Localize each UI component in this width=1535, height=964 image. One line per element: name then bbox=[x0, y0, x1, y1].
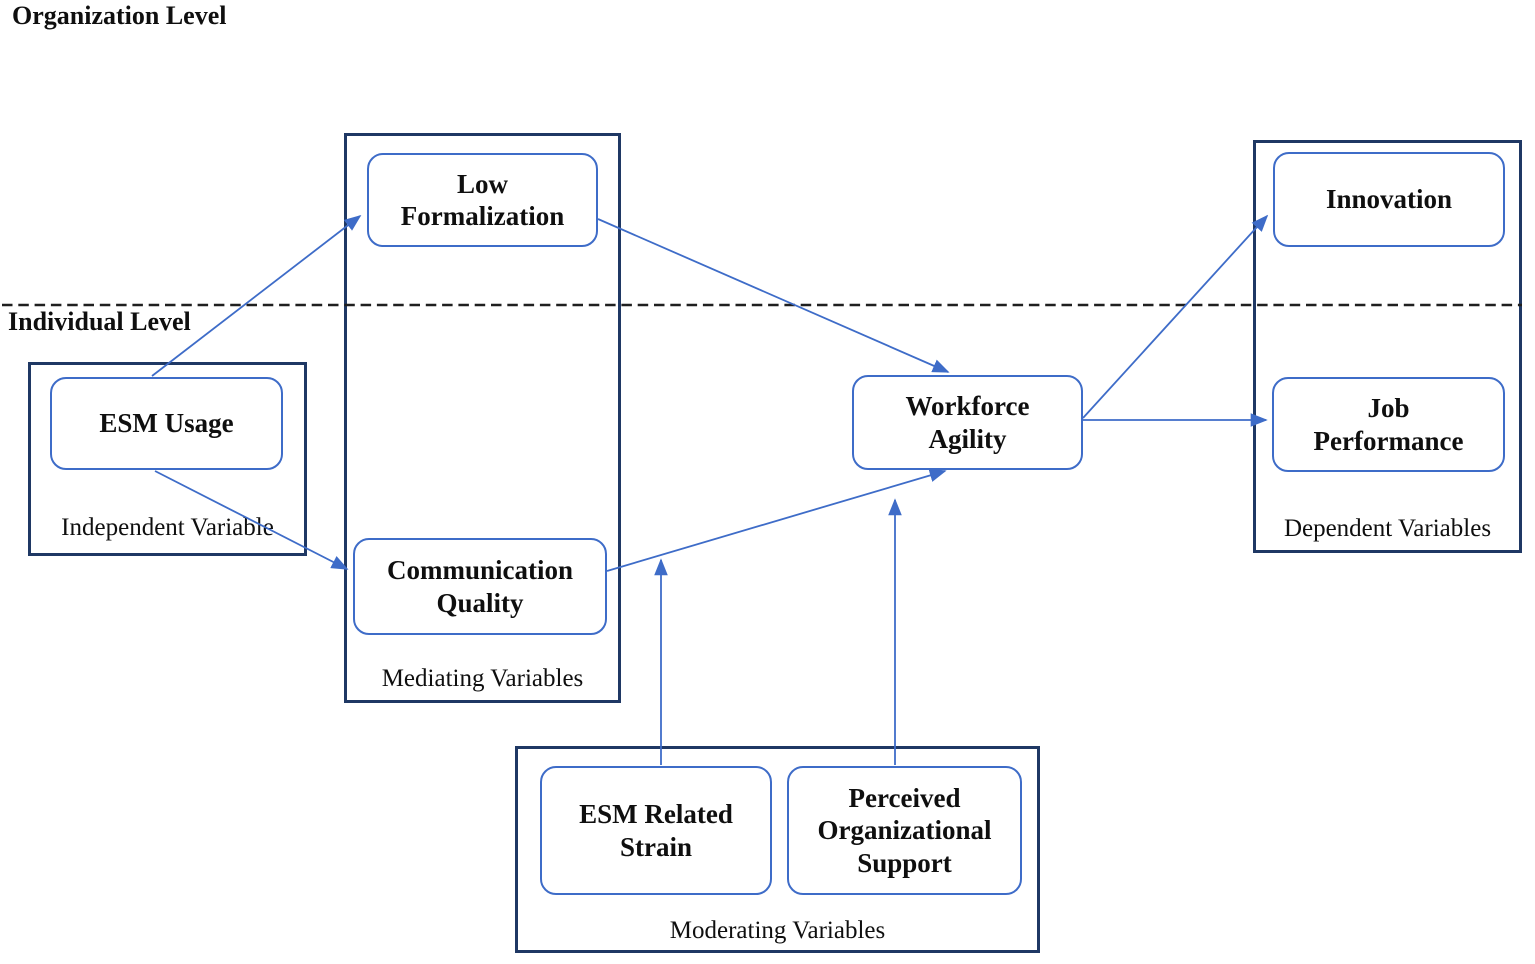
esm-related-strain-node: ESM Related Strain bbox=[540, 766, 772, 895]
esm-usage-node: ESM Usage bbox=[50, 377, 283, 470]
individual-level-label: Individual Level bbox=[8, 307, 191, 336]
arrow-esm-usage-to-low-formalization bbox=[151, 214, 362, 377]
communication-quality-node: Communication Quality bbox=[353, 538, 607, 635]
mediating-variables-group-label: Mediating Variables bbox=[381, 664, 584, 692]
moderating-variables-group-label: Moderating Variables bbox=[669, 916, 886, 944]
independent-variable-group-label: Independent Variable bbox=[61, 513, 274, 541]
mediating-variables-group: Mediating Variables bbox=[344, 133, 621, 703]
innovation-node: Innovation bbox=[1273, 152, 1505, 247]
workforce-agility-node: Workforce Agility bbox=[852, 375, 1083, 470]
organization-level-label: Organization Level bbox=[12, 1, 227, 30]
arrow-low-formalization-to-workforce-agility bbox=[597, 218, 950, 373]
low-formalization-node: Low Formalization bbox=[367, 153, 598, 247]
dependent-variables-group-label: Dependent Variables bbox=[1283, 514, 1492, 542]
arrow-workforce-agility-to-innovation bbox=[1082, 214, 1269, 419]
job-performance-node: Job Performance bbox=[1272, 377, 1505, 472]
arrow-communication-quality-to-workforce-agility bbox=[606, 468, 947, 572]
moderating-variables-group: Moderating Variables bbox=[515, 746, 1040, 953]
perceived-organizational-support-node: Perceived Organizational Support bbox=[787, 766, 1022, 895]
